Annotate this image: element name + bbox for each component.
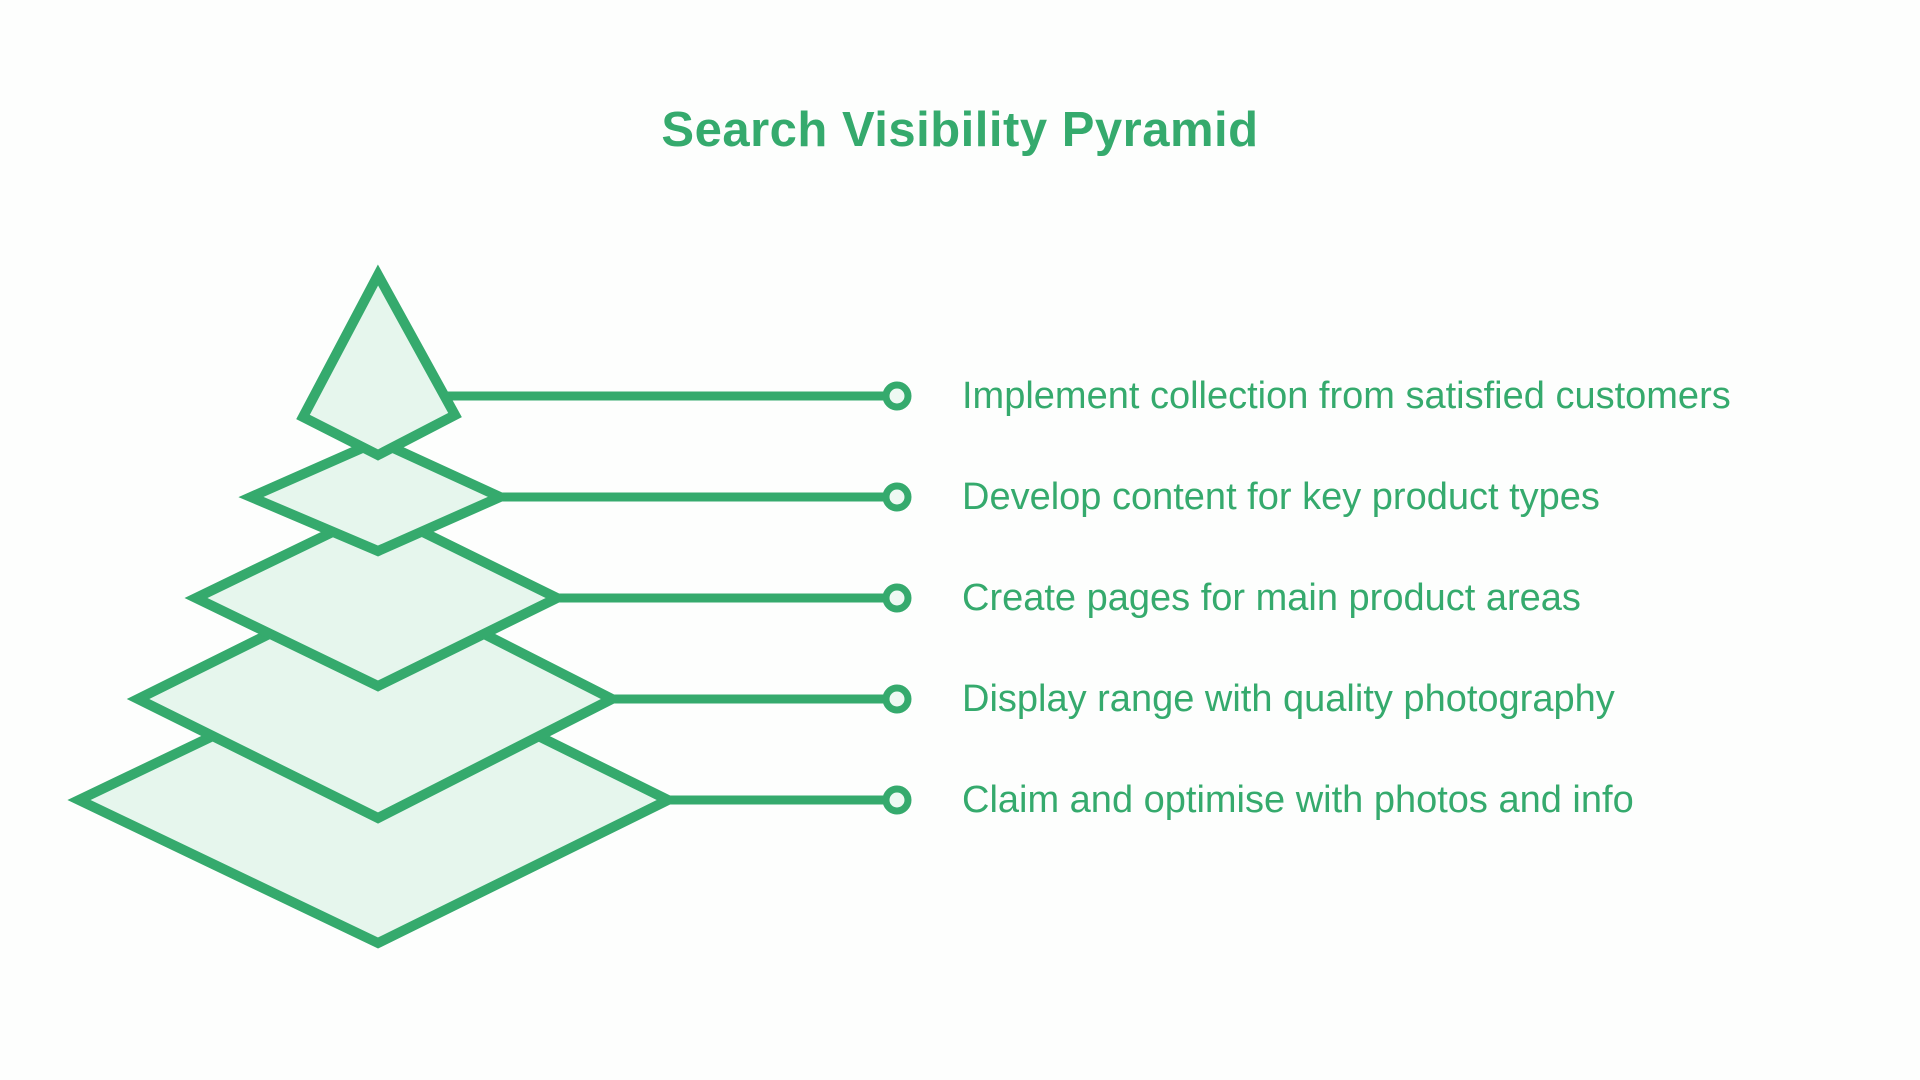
level-label-3: Create pages for main product areas (962, 576, 1581, 619)
level-label-4: Display range with quality photography (962, 677, 1615, 720)
level-label-5: Claim and optimise with photos and info (962, 778, 1634, 821)
pyramid-level-1-shape (296, 264, 462, 461)
connector-lines (440, 391, 892, 805)
bullet-circle-5 (882, 785, 912, 815)
bullet-circle-2 (882, 482, 912, 512)
level-label-1: Implement collection from satisfied cust… (962, 374, 1731, 417)
bullet-circle-4 (882, 684, 912, 714)
pyramid-level-4-shape (126, 574, 624, 824)
pyramid-layers (67, 264, 680, 949)
level-label-2: Develop content for key product types (962, 475, 1600, 518)
bullet-markers (882, 381, 912, 815)
pyramid-level-3-shape (184, 504, 569, 692)
bullet-circle-3 (882, 583, 912, 613)
pyramid-level-2-shape (238, 435, 513, 557)
page-title: Search Visibility Pyramid (661, 103, 1259, 157)
bullet-circle-1 (882, 381, 912, 411)
